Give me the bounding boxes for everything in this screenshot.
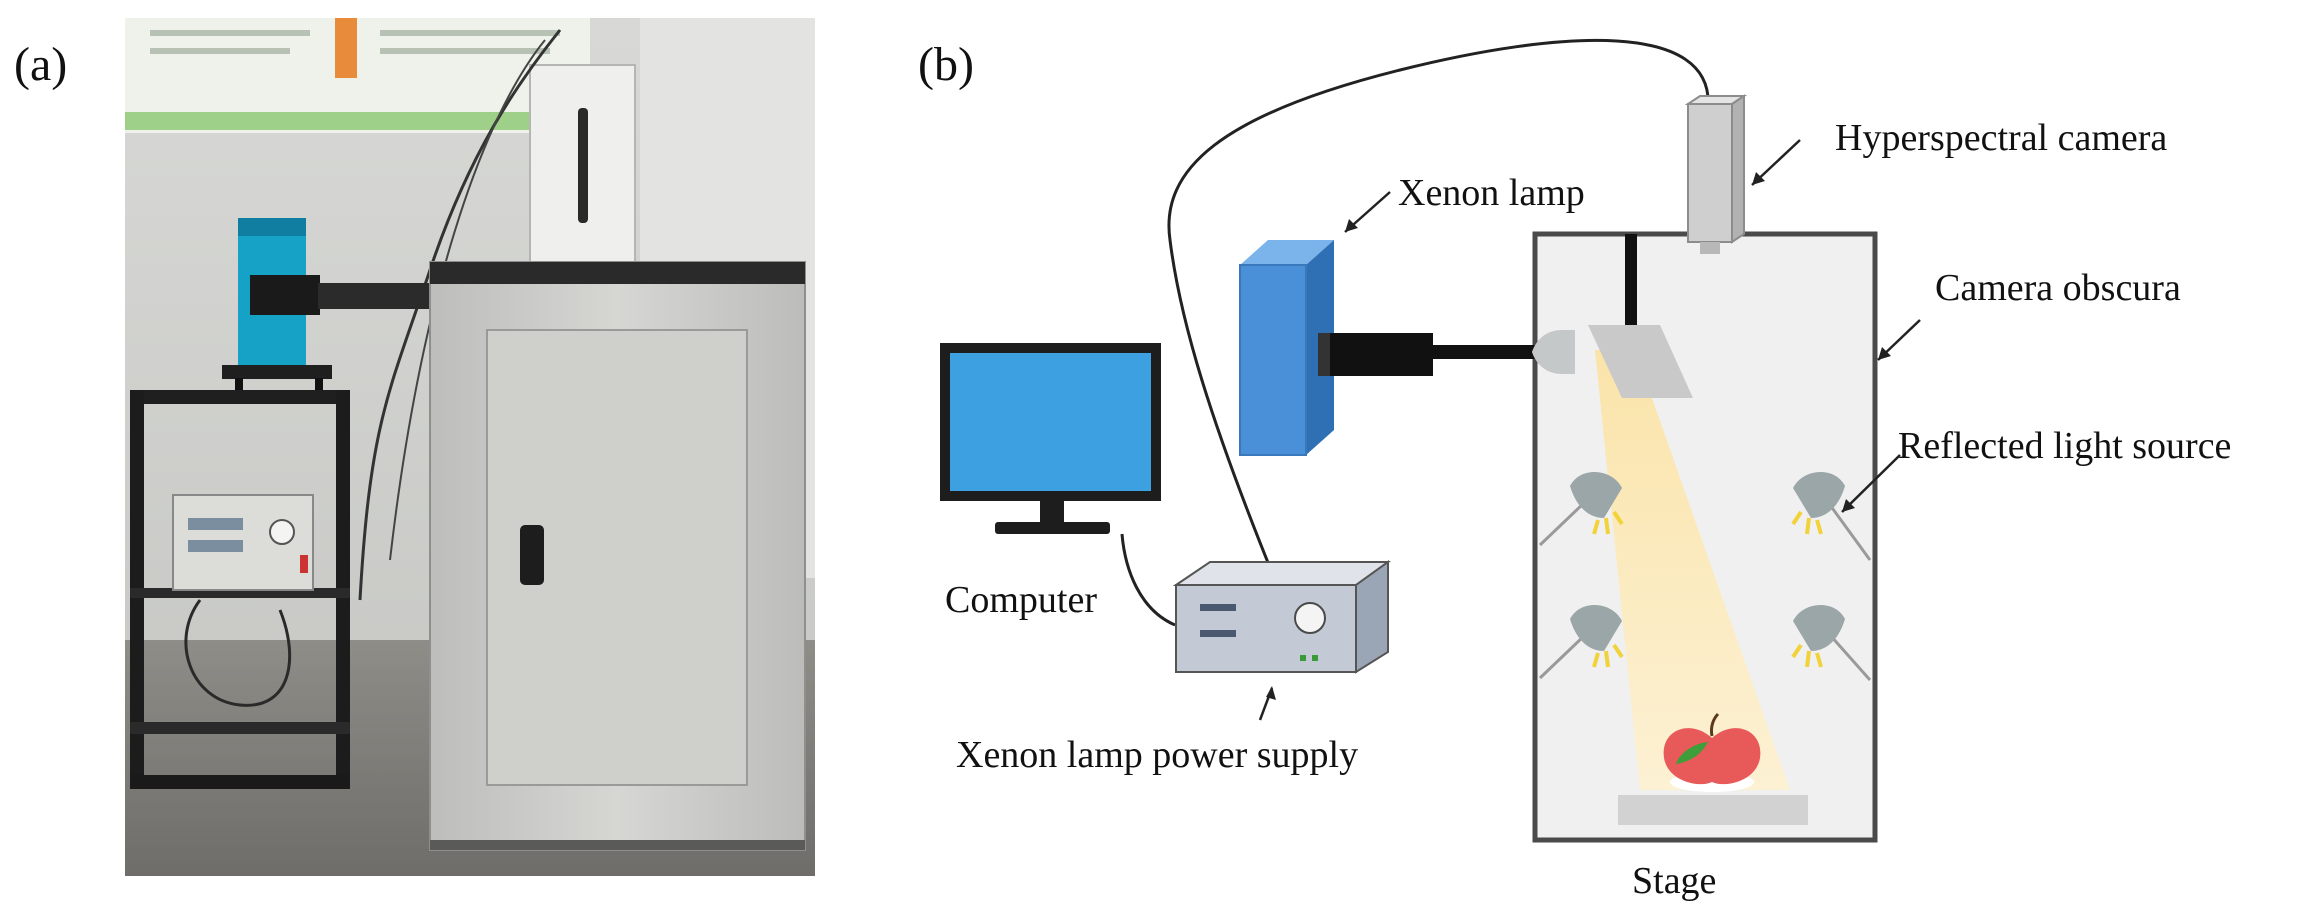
mirror [1588,325,1693,398]
panel-b-label: (b) [918,38,974,91]
xenon-lamp-power-supply [1172,560,1392,674]
apple-sample [1663,712,1761,785]
label-xenon-lamp-power-supply: Xenon lamp power supply [956,734,1358,776]
photo-cable-loop [184,599,292,707]
reflected-light-right-lower [1791,604,1872,681]
photo-xenon-lamp [222,218,438,390]
light-beam [1595,350,1790,790]
reflected-light-left-lower [1538,604,1624,680]
lamp-lens [1532,330,1575,374]
label-computer: Computer [945,579,1097,621]
label-xenon-lamp: Xenon lamp [1398,172,1585,214]
hyperspectral-camera [1684,94,1748,254]
poster-text-line [150,48,290,54]
poster-marker [335,18,357,78]
poster-stripe [125,112,590,130]
panel-a-label: (a) [14,38,67,91]
camera-mount-rod [1625,234,1637,326]
reflected-light-left-upper [1538,471,1624,547]
label-reflected-light-source: Reflected light source [1898,425,2231,467]
lamp-connector-rod [1433,345,1535,359]
panel-a-photo [125,18,815,876]
camera-cable [1167,38,1710,581]
label-hyperspectral-camera: Hyperspectral camera [1835,117,2167,159]
pointer-arrows [1258,139,1921,721]
reflected-light-right-upper [1791,471,1872,561]
photo-cabinet [429,261,806,851]
stage-platform [1618,795,1808,825]
label-stage: Stage [1632,860,1716,902]
upper-box-handle [578,108,588,223]
photo-power-supply [172,494,314,591]
computer-cable [1120,533,1176,627]
label-camera-obscura: Camera obscura [1935,267,2181,309]
photo-cable [389,39,546,561]
lamp-tube [1318,333,1433,376]
lamp-tube-collar [1318,333,1330,376]
computer-monitor [940,343,1161,534]
poster-text-line [150,30,310,36]
photo-rack [130,390,350,789]
poster-text-line [380,30,560,36]
poster-text-line [380,48,550,54]
